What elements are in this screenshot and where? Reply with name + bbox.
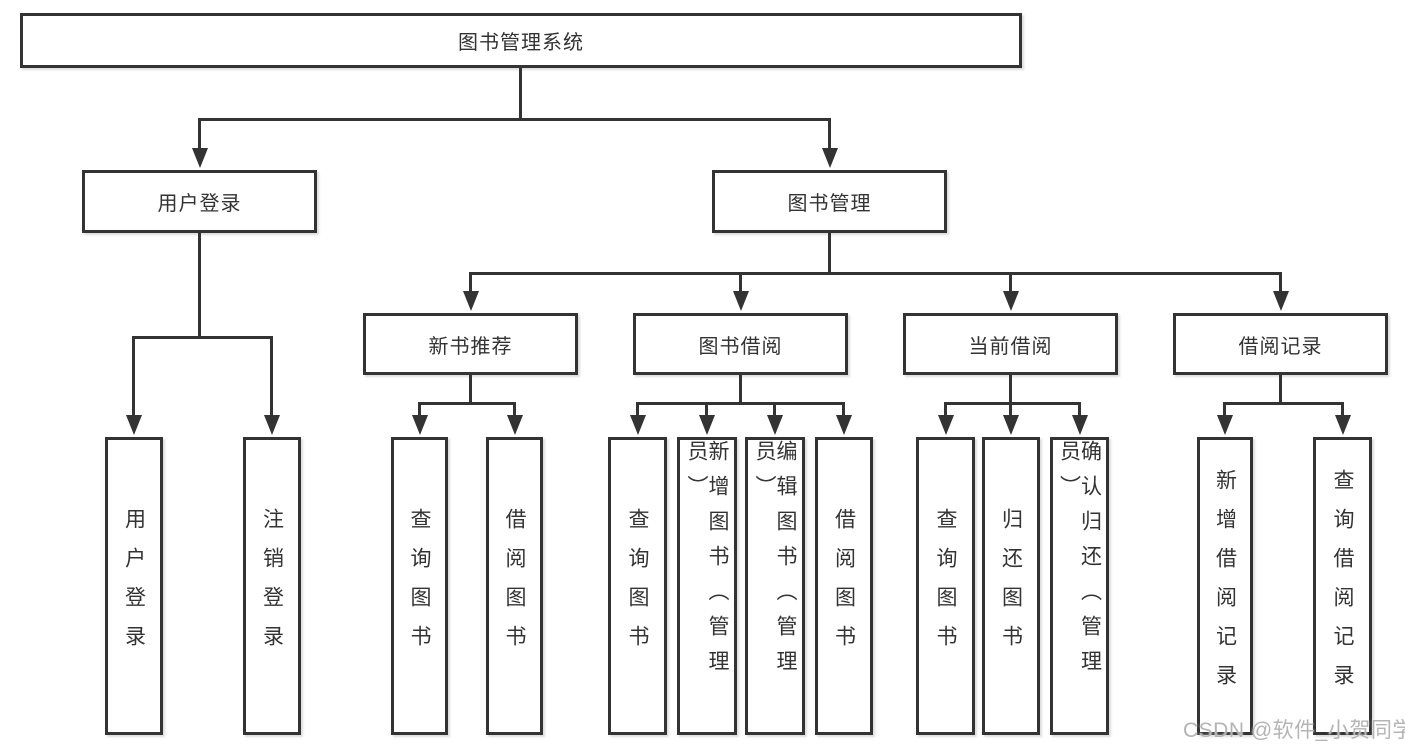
leaf-label: 查询图书 xyxy=(626,508,649,664)
node-book-management: 图书管理 xyxy=(712,170,947,233)
arrowhead-to-leaf-query-borrowing xyxy=(629,402,646,435)
leaf-label: 注销登录 xyxy=(260,508,284,664)
leaf-label: 归还图书 xyxy=(999,508,1023,664)
arrowhead-to-leaf-logout xyxy=(263,336,280,435)
leaf-label: 确认归还（管理员） xyxy=(1057,440,1102,685)
node-label: 图书借阅 xyxy=(698,335,783,358)
connector-book-management-hline xyxy=(469,272,1282,275)
arrowhead-to-leaf-return-books xyxy=(1002,402,1019,435)
connector-book-management-stem xyxy=(828,233,831,275)
node-user-login: 用户登录 xyxy=(82,170,317,233)
leaf-confirm-return-admin: 确认归还（管理员） xyxy=(1050,437,1109,735)
arrowhead-to-leaf-query-record xyxy=(1334,402,1351,435)
connector-records-stem xyxy=(1279,375,1282,405)
arrowhead-to-leaf-query-current xyxy=(937,402,954,435)
arrowhead-to-book-management xyxy=(821,118,838,168)
arrowhead-to-leaf-borrow-borrowing xyxy=(835,402,852,435)
leaf-return-books: 归还图书 xyxy=(982,437,1040,735)
leaf-query-books-recommend: 查询图书 xyxy=(391,437,448,735)
arrowhead-to-leaf-add-book xyxy=(698,402,715,435)
connector-records-hline xyxy=(1223,402,1344,405)
leaf-label: 借阅图书 xyxy=(503,508,526,664)
node-label: 新书推荐 xyxy=(428,335,513,358)
arrowhead-to-leaf-confirm-return xyxy=(1071,402,1088,435)
arrowhead-to-leaf-borrow-recommend xyxy=(506,402,523,435)
leaf-query-books-current: 查询图书 xyxy=(916,437,975,735)
arrowhead-to-current-borrowing xyxy=(1002,272,1019,311)
leaf-borrow-books-borrowing: 借阅图书 xyxy=(815,437,873,735)
leaf-edit-book-admin: 编辑图书（管理员） xyxy=(745,437,805,735)
leaf-label: 查询图书 xyxy=(934,508,957,664)
arrowhead-to-borrowing-records xyxy=(1272,272,1289,311)
node-label: 图书管理系统 xyxy=(458,32,584,54)
leaf-query-books-borrowing: 查询图书 xyxy=(608,437,667,735)
leaf-label: 编辑图书（管理员） xyxy=(753,440,797,685)
node-current-borrowing: 当前借阅 xyxy=(903,313,1118,375)
leaf-label: 借阅图书 xyxy=(832,508,856,664)
leaf-borrow-books-recommend: 借阅图书 xyxy=(486,437,543,735)
arrowhead-to-user-login xyxy=(191,118,208,168)
leaf-label: 新增图书（管理员） xyxy=(685,440,729,685)
arrowhead-to-new-book-recommend xyxy=(462,272,479,311)
connector-borrowing-hline xyxy=(636,402,845,405)
arrowhead-to-leaf-add-record xyxy=(1216,402,1233,435)
watermark: CSDN @软件_小贺同学 xyxy=(1183,719,1405,742)
connector-root-stem xyxy=(519,68,522,120)
connector-recommend-stem xyxy=(469,375,472,405)
node-label: 借阅记录 xyxy=(1238,335,1323,358)
leaf-query-borrow-record: 查询借阅记录 xyxy=(1313,437,1372,735)
connector-user-login-stem xyxy=(198,233,201,339)
connector-current-hline xyxy=(944,402,1081,405)
arrowhead-to-leaf-user-login xyxy=(125,336,142,435)
arrowhead-to-leaf-query-recommend xyxy=(411,402,428,435)
arrowhead-to-leaf-edit-book xyxy=(766,402,783,435)
leaf-label: 查询图书 xyxy=(408,508,431,664)
leaf-add-book-admin: 新增图书（管理员） xyxy=(677,437,737,735)
node-borrowing-records: 借阅记录 xyxy=(1173,313,1388,375)
node-label: 图书管理 xyxy=(787,193,872,215)
leaf-label: 新增借阅记录 xyxy=(1213,469,1237,703)
leaf-user-login: 用户登录 xyxy=(105,437,163,735)
connector-current-stem xyxy=(1009,375,1012,405)
node-root-system: 图书管理系统 xyxy=(20,13,1022,68)
node-label: 当前借阅 xyxy=(968,335,1053,358)
leaf-label: 查询借阅记录 xyxy=(1331,469,1354,703)
connector-user-login-hline xyxy=(132,336,273,339)
leaf-label: 用户登录 xyxy=(122,508,146,664)
leaf-add-borrow-record: 新增借阅记录 xyxy=(1197,437,1253,735)
connector-recommend-hline xyxy=(418,402,516,405)
leaf-logout: 注销登录 xyxy=(243,437,301,735)
node-book-borrowing: 图书借阅 xyxy=(633,313,848,375)
node-new-book-recommend: 新书推荐 xyxy=(363,313,578,375)
node-label: 用户登录 xyxy=(157,193,242,215)
connector-root-hline xyxy=(198,118,831,121)
connector-borrowing-stem xyxy=(739,375,742,405)
arrowhead-to-book-borrowing xyxy=(732,272,749,311)
